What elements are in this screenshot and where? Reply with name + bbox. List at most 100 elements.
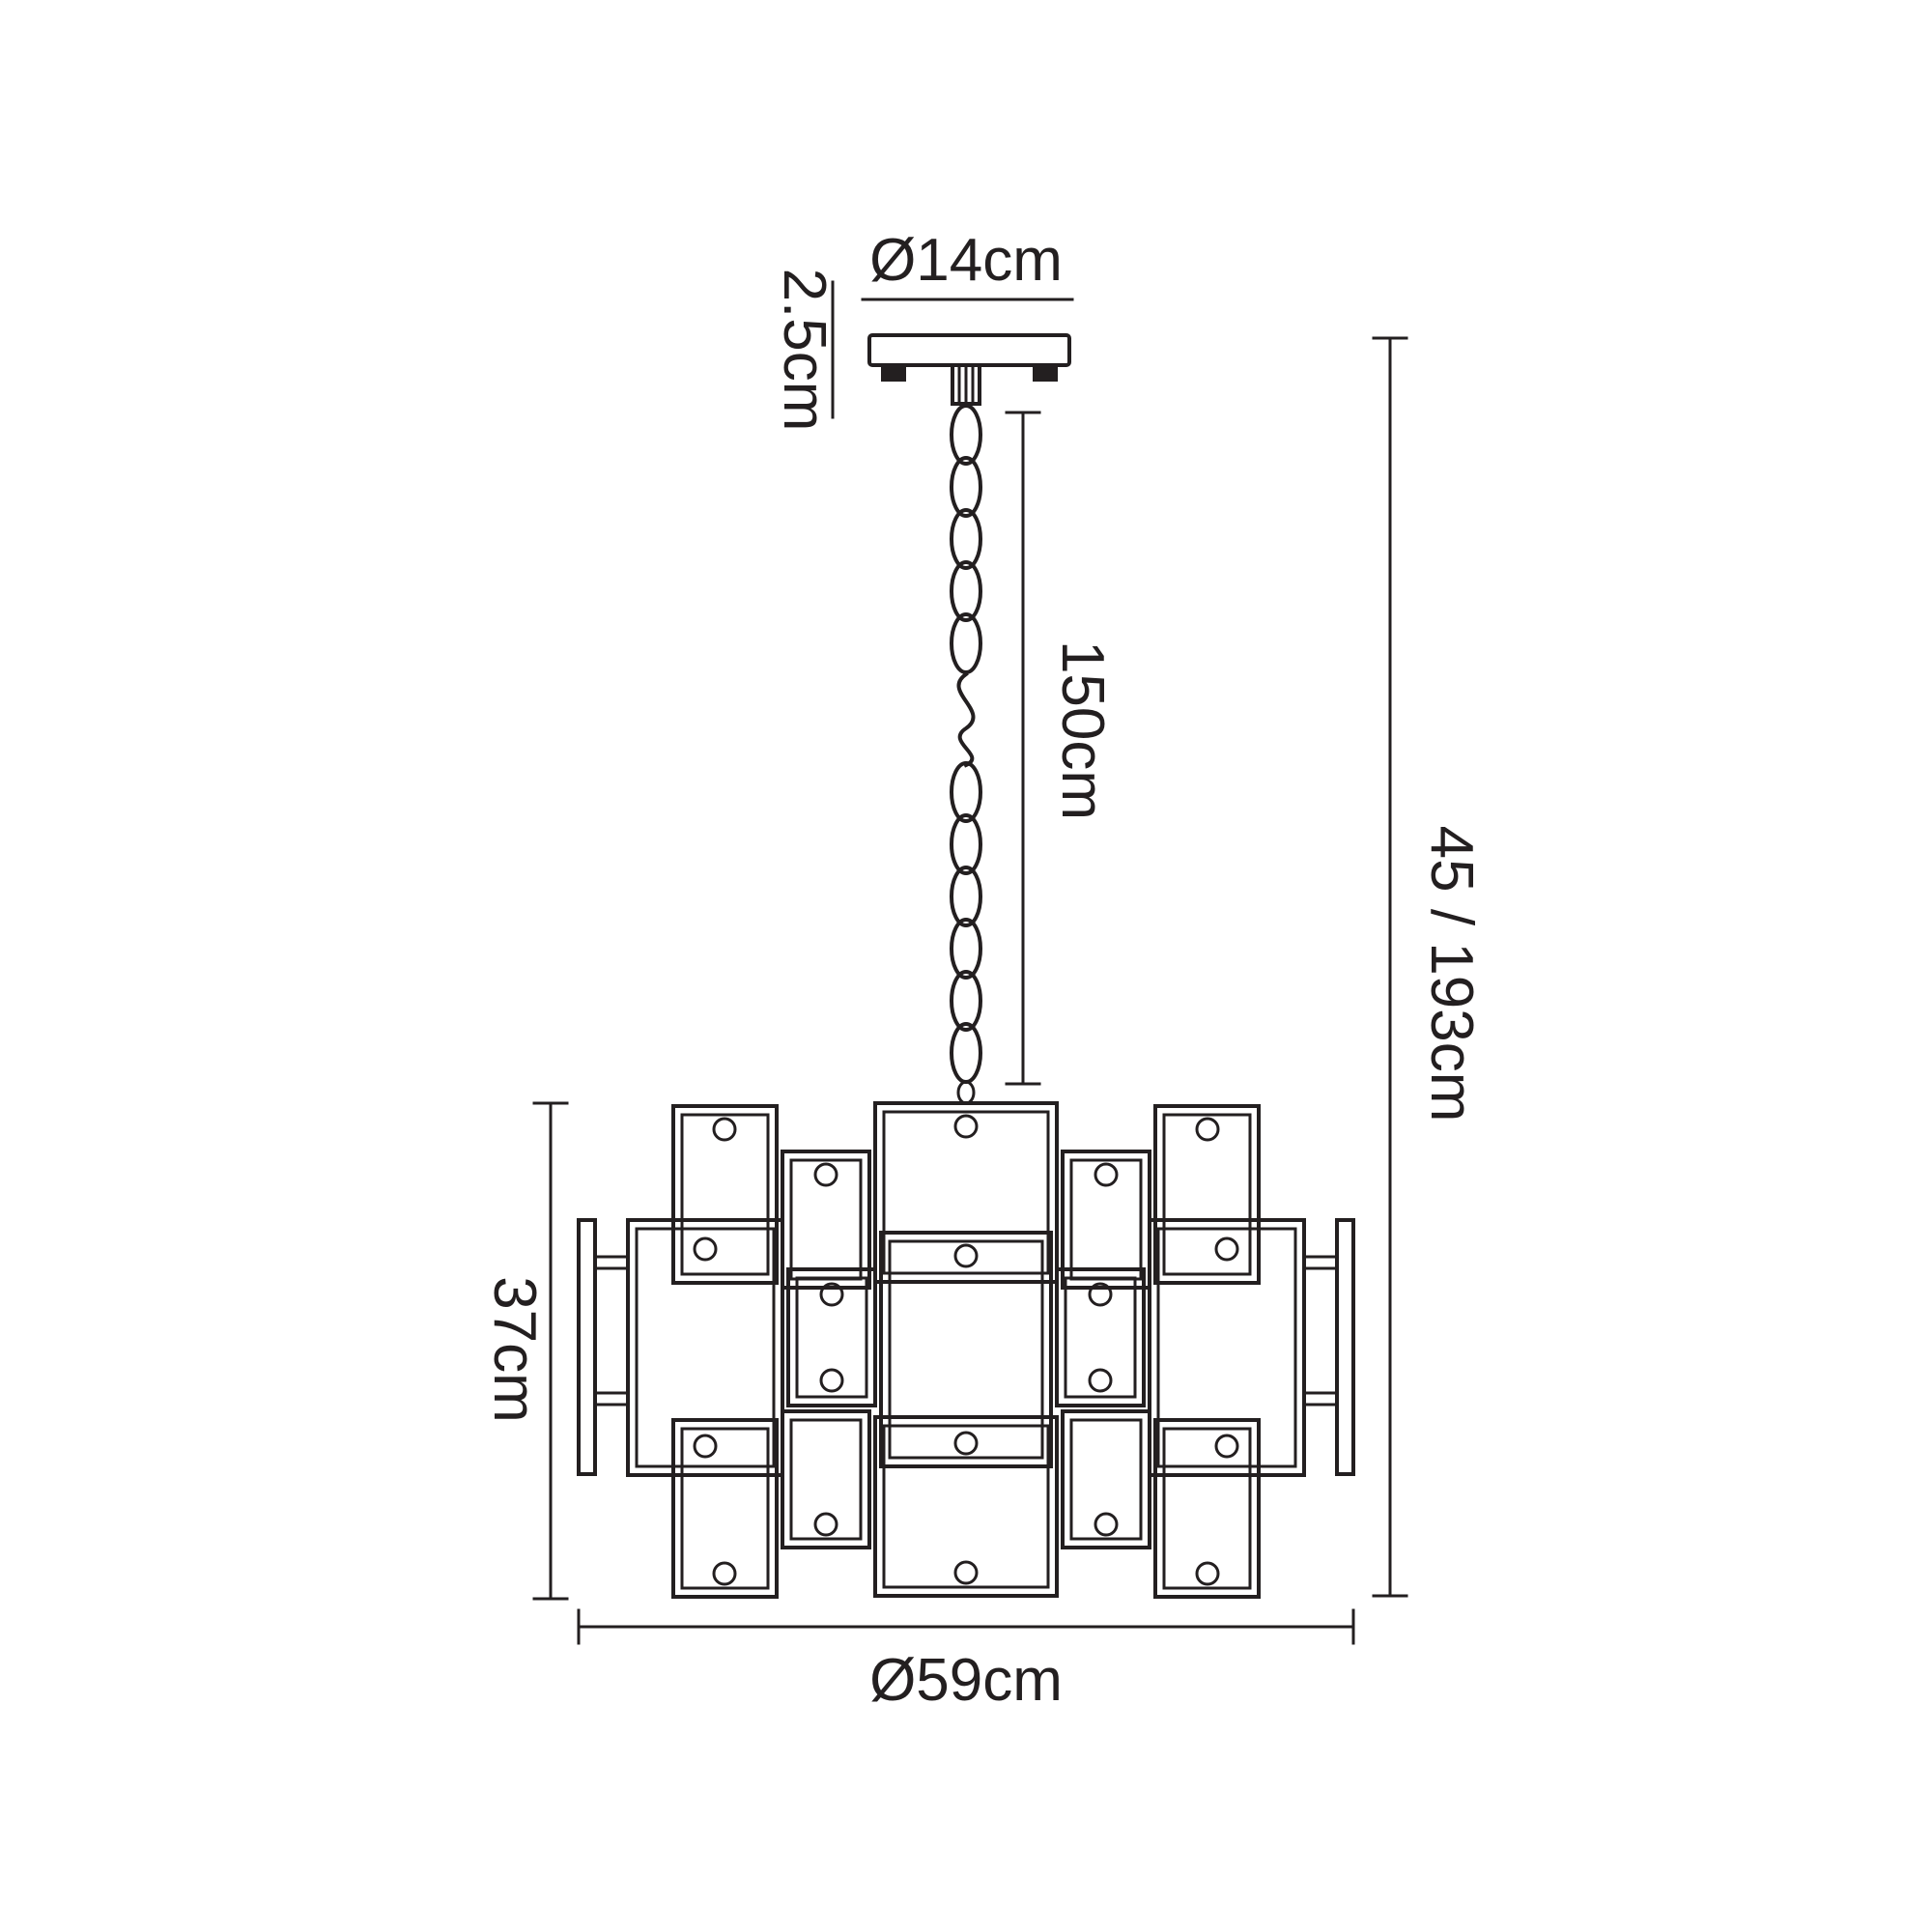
panel-outer-frame [781,1409,871,1549]
screw-hole [819,1368,844,1393]
panel-outer-frame [873,1415,1059,1598]
screw-hole [1088,1282,1113,1307]
panel-inner-frame [1064,1276,1137,1399]
panel-inner-frame [1162,1113,1252,1276]
chain-end-loop [956,1080,976,1105]
chain-link [950,404,982,466]
canopy-foot-left [881,365,906,382]
screw-hole [953,1114,979,1139]
overall-height-label: 45 / 193cm [1418,826,1485,1122]
panel-outer-frame [1061,1150,1151,1290]
suspension-chain [950,404,982,1105]
dimension-canopy-diameter: Ø14cm [861,227,1074,301]
screw-hole [953,1560,979,1585]
panel-inner-frame [888,1239,1044,1460]
shade-panel-bottom-right [1153,1418,1261,1599]
panel-inner-frame [1069,1418,1143,1541]
ceiling-canopy [867,333,1071,406]
shade-panel-bottom-left-small [781,1409,871,1549]
chain-link [950,560,982,622]
screw-hole [712,1561,737,1586]
shade-panel-top-right-small [1061,1150,1151,1290]
panel-outer-frame [671,1418,779,1599]
panel-inner-frame [1156,1227,1297,1468]
chain-link [950,761,982,823]
dimension-shade-height: 37cm [481,1101,569,1601]
panel-inner-frame [789,1158,863,1281]
screw-hole [693,1236,718,1262]
panel-inner-frame [795,1276,868,1399]
panel-inner-frame [882,1110,1050,1275]
shade-body [577,1101,1355,1599]
canopy-height-label: 2.5cm [771,269,838,432]
chain-link [950,866,982,927]
screw-hole [1088,1368,1113,1393]
canopy-plate [867,333,1071,367]
chain-link [950,612,982,674]
canopy-foot-right [1033,365,1058,382]
screw-hole [813,1162,838,1187]
chain-link [950,918,982,980]
panel-outer-frame [1153,1418,1261,1599]
panel-outer-frame [781,1150,871,1290]
panel-outer-frame [626,1218,784,1477]
panel-inner-frame [680,1113,770,1276]
panel-inner-frame [1162,1427,1252,1590]
dimension-shade-diameter: Ø59cm [577,1608,1355,1714]
screw-hole [953,1431,979,1456]
shade-panel-middle-far-right [1148,1218,1306,1477]
shade-panel-top-right [1153,1104,1261,1285]
panel-outer-frame [1061,1409,1151,1549]
shade-panel-middle-center [879,1231,1053,1468]
screw-hole [712,1117,737,1142]
screw-hole [1214,1434,1239,1459]
edge-strip [577,1218,597,1476]
chain-link [950,970,982,1032]
screw-hole [693,1434,718,1459]
panel-inner-frame [680,1427,770,1590]
shade-panel-middle-far-left [626,1218,784,1477]
shade-diameter-label: Ø59cm [869,1647,1063,1714]
shade-panel-bottom-center [873,1415,1059,1598]
shade-panel-bottom-left [671,1418,779,1599]
shade-panel-top-center [873,1101,1059,1284]
panel-inner-frame [1069,1158,1143,1281]
shade-edge-left [577,1218,630,1476]
screw-hole [813,1512,838,1537]
screw-hole [1195,1561,1220,1586]
shade-panel-middle-right-small [1055,1267,1146,1407]
screw-hole [953,1243,979,1268]
chain-link [950,813,982,875]
shade-edge-right [1302,1218,1355,1476]
screw-hole [1094,1162,1119,1187]
shade-panel-top-left-small [781,1150,871,1290]
panel-outer-frame [786,1267,877,1407]
shade-panel-middle-left-small [786,1267,877,1407]
screw-hole [1195,1117,1220,1142]
panel-outer-frame [1153,1104,1261,1285]
screw-hole [1094,1512,1119,1537]
chain-length-label: 150cm [1049,640,1116,820]
panel-outer-frame [671,1104,779,1285]
screw-hole [819,1282,844,1307]
edge-strip [1335,1218,1355,1476]
dimension-overall-height: 45 / 193cm [1372,336,1485,1598]
dimension-canopy-height: 2.5cm [771,269,838,432]
panel-inner-frame [882,1424,1050,1589]
panel-inner-frame [635,1227,776,1468]
chain-break-symbol [956,671,976,768]
panel-outer-frame [1148,1218,1306,1477]
chain-link [950,1022,982,1084]
dimension-chain-length: 150cm [1005,411,1116,1086]
chain-link [950,508,982,570]
screw-hole [1214,1236,1239,1262]
canopy-diameter-label: Ø14cm [869,227,1063,294]
shade-panel-bottom-right-small [1061,1409,1151,1549]
chain-link [950,456,982,518]
shade-panel-top-left [671,1104,779,1285]
panel-outer-frame [879,1231,1053,1468]
panel-outer-frame [873,1101,1059,1284]
panel-inner-frame [789,1418,863,1541]
